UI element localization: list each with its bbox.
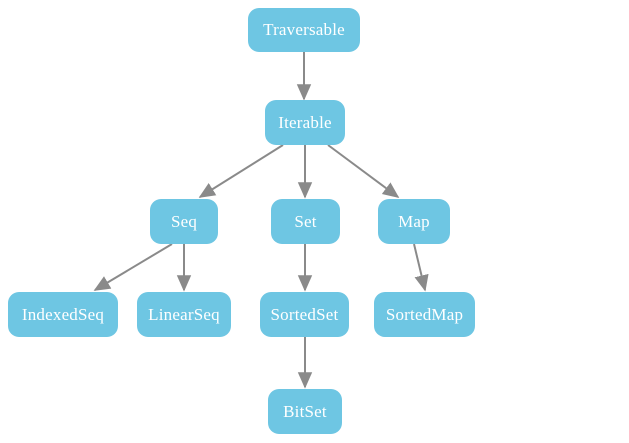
node-label-iterable: Iterable [278,112,332,132]
edges-group [93,52,429,389]
node-label-sortedmap: SortedMap [385,304,464,324]
node-linearseq[interactable]: LinearSeq [137,292,231,337]
node-bitset[interactable]: BitSet [268,389,342,434]
node-iterable[interactable]: Iterable [265,100,345,145]
edge-arrow-seq-indexedseq [93,243,173,291]
node-label-sortedset: SortedSet [270,304,339,324]
node-label-seq: Seq [170,211,198,231]
node-indexedseq[interactable]: IndexedSeq [8,292,118,337]
node-label-traversable: Traversable [263,20,345,39]
node-map[interactable]: Map [378,199,450,244]
node-sortedset[interactable]: SortedSet [260,292,349,337]
edge-arrow-iterable-map [327,144,400,198]
node-sortedmap[interactable]: SortedMap [374,292,475,337]
node-label-set: Set [294,211,317,231]
node-seq[interactable]: Seq [150,199,218,244]
node-label-linearseq: LinearSeq [148,304,220,324]
node-traversable[interactable]: Traversable [248,8,360,52]
node-label-indexedseq: IndexedSeq [21,304,105,324]
edge-arrow-iterable-seq [198,144,284,198]
edge-arrow-map-sortedmap [413,243,429,292]
node-set[interactable]: Set [271,199,340,244]
node-label-bitset: BitSet [283,401,327,421]
node-label-map: Map [398,211,430,231]
